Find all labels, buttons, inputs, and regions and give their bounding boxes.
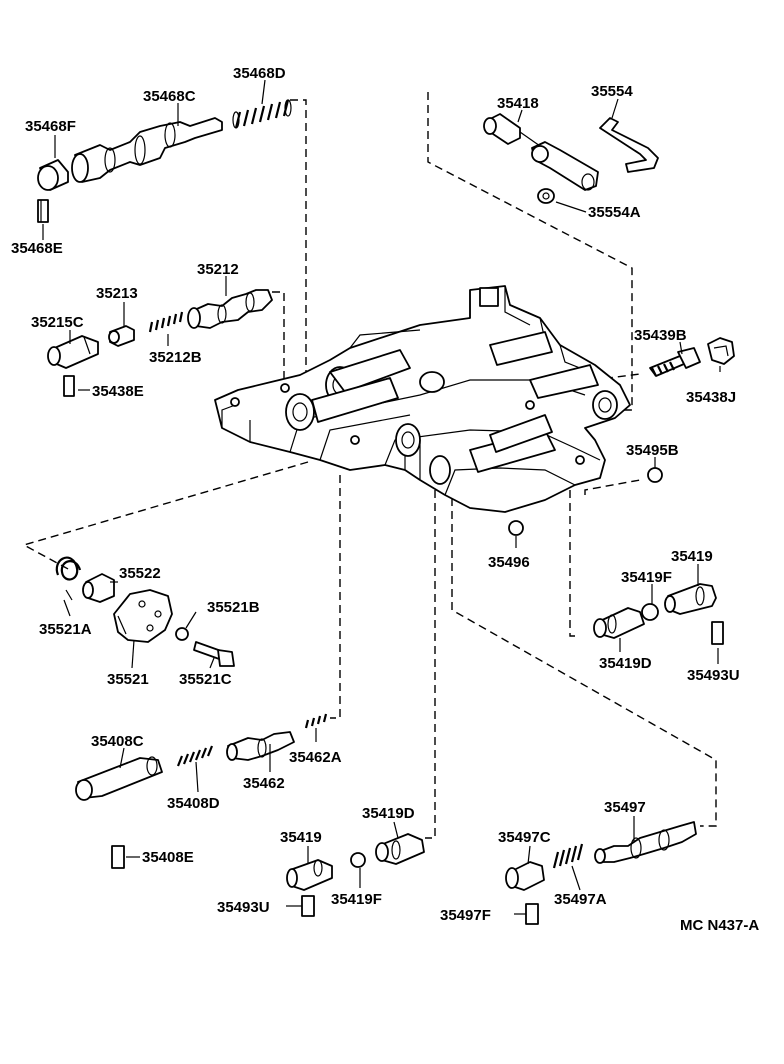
- valve-35468-group: [37, 79, 292, 240]
- label-35468E: 35468E: [11, 240, 63, 257]
- valve-35419-lower-group: [286, 821, 425, 917]
- label-35497A: 35497A: [554, 891, 607, 908]
- label-35468C: 35468C: [143, 88, 196, 105]
- label-35554: 35554: [591, 83, 633, 100]
- label-35497: 35497: [604, 799, 646, 816]
- label-35468F: 35468F: [25, 118, 76, 135]
- label-35521B: 35521B: [207, 599, 260, 616]
- label-35438J: 35438J: [686, 389, 736, 406]
- valve-35212-group: [47, 276, 273, 397]
- label-35213: 35213: [96, 285, 138, 302]
- label-35521C: 35521C: [179, 671, 232, 688]
- accumulator-35521-group: [55, 556, 235, 669]
- label-35522: 35522: [119, 565, 161, 582]
- valve-35408-group: [75, 713, 328, 869]
- label-35497F: 35497F: [440, 907, 491, 924]
- label-35495B: 35495B: [626, 442, 679, 459]
- label-35408C: 35408C: [91, 733, 144, 750]
- label-35439B: 35439B: [634, 327, 687, 344]
- label-35468D: 35468D: [233, 65, 286, 82]
- label-35497C: 35497C: [498, 829, 551, 846]
- label-35493U-lower: 35493U: [217, 899, 270, 916]
- label-35462: 35462: [243, 775, 285, 792]
- label-35212: 35212: [197, 261, 239, 278]
- label-35419F-right: 35419F: [621, 569, 672, 586]
- label-35521A: 35521A: [39, 621, 92, 638]
- label-35521: 35521: [107, 671, 149, 688]
- part-labels: 35468D 35468C 35468F 35468E 35418 35554 …: [11, 65, 759, 934]
- valve-35419-right-group: [593, 564, 724, 664]
- label-35493U-right: 35493U: [687, 667, 740, 684]
- valve-35418-group: [483, 98, 659, 213]
- label-35418: 35418: [497, 95, 539, 112]
- label-35408D: 35408D: [167, 795, 220, 812]
- label-35419-right: 35419: [671, 548, 713, 565]
- label-35554A: 35554A: [588, 204, 641, 221]
- label-35419F-lower: 35419F: [331, 891, 382, 908]
- label-35215C: 35215C: [31, 314, 84, 331]
- bolt-and-check-ball-group: [508, 337, 735, 548]
- label-35438E: 35438E: [92, 383, 144, 400]
- diagram-code: MC N437-A: [680, 917, 759, 934]
- label-35408E: 35408E: [142, 849, 194, 866]
- valve-body: [214, 285, 631, 513]
- label-35419D-right: 35419D: [599, 655, 652, 672]
- label-35496: 35496: [488, 554, 530, 571]
- label-35419-lower: 35419: [280, 829, 322, 846]
- label-35462A: 35462A: [289, 749, 342, 766]
- label-35212B: 35212B: [149, 349, 202, 366]
- valve-35497-group: [505, 816, 697, 925]
- label-35419D-lower: 35419D: [362, 805, 415, 822]
